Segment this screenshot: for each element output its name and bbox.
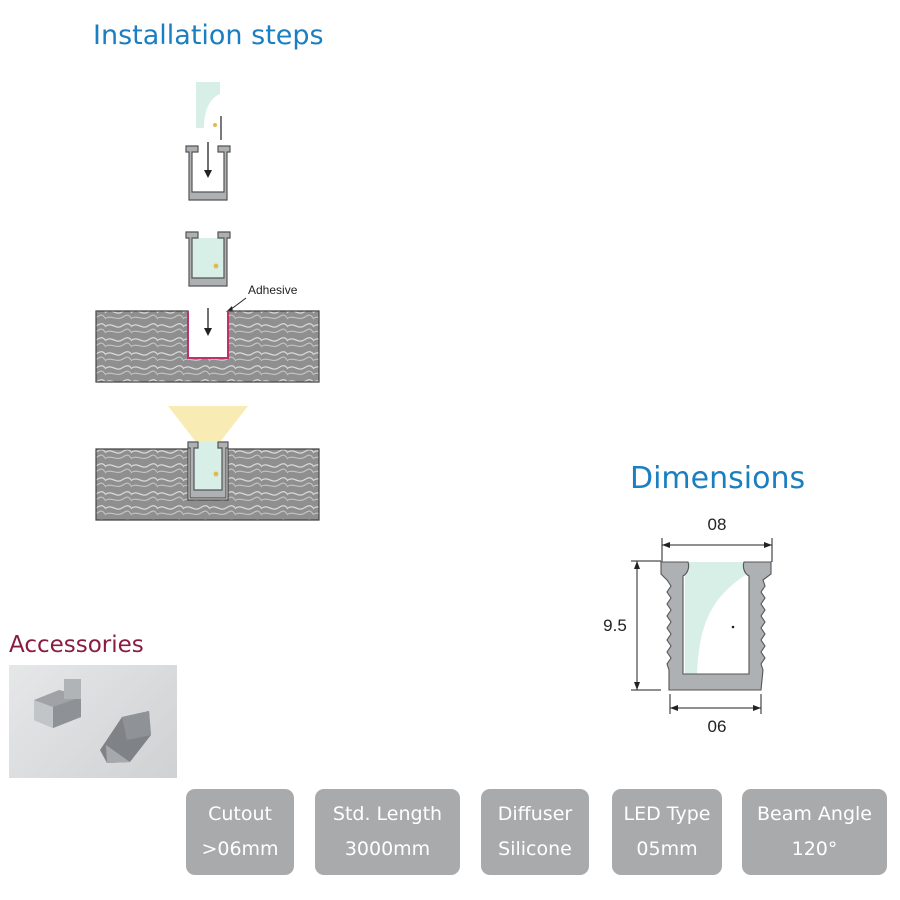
- dim-height: 9.5: [603, 616, 627, 635]
- step2-groove-insert: Adhesive: [95, 231, 320, 383]
- spec-beam-angle-label: Beam Angle: [757, 803, 872, 825]
- dim-top-width: 08: [708, 515, 727, 534]
- spec-diffuser-value: Silicone: [498, 838, 572, 860]
- spec-beam-angle: Beam Angle 120°: [742, 789, 887, 875]
- spec-led-type: LED Type 05mm: [612, 789, 722, 875]
- step3-installed: [95, 406, 320, 521]
- spec-diffuser-label: Diffuser: [497, 803, 573, 825]
- accessories-title: Accessories: [9, 632, 144, 658]
- installation-title: Installation steps: [93, 20, 324, 51]
- accessories-photo: [9, 665, 177, 778]
- installation-diagram: Adhesive: [95, 82, 320, 521]
- spec-std-length-label: Std. Length: [332, 803, 443, 825]
- spec-std-length-value: 3000mm: [344, 838, 431, 860]
- end-caps-image: [34, 679, 151, 763]
- spec-diffuser: Diffuser Silicone: [481, 789, 589, 875]
- dimensions-title: Dimensions: [630, 461, 806, 496]
- spec-cutout-label: Cutout: [208, 803, 272, 825]
- dimensions-diagram: 08 9.5 06: [603, 515, 773, 736]
- spec-beam-angle-value: 120°: [791, 838, 838, 860]
- spec-led-type-label: LED Type: [623, 803, 711, 825]
- step1-diffuser-insert: [185, 82, 231, 201]
- spec-cutout-value: >06mm: [201, 838, 279, 860]
- spec-cutout: Cutout >06mm: [186, 789, 294, 875]
- dim-bottom-width: 06: [708, 717, 727, 736]
- spec-std-length: Std. Length 3000mm: [315, 789, 460, 875]
- spec-led-type-value: 05mm: [636, 838, 698, 860]
- adhesive-label: Adhesive: [248, 283, 298, 297]
